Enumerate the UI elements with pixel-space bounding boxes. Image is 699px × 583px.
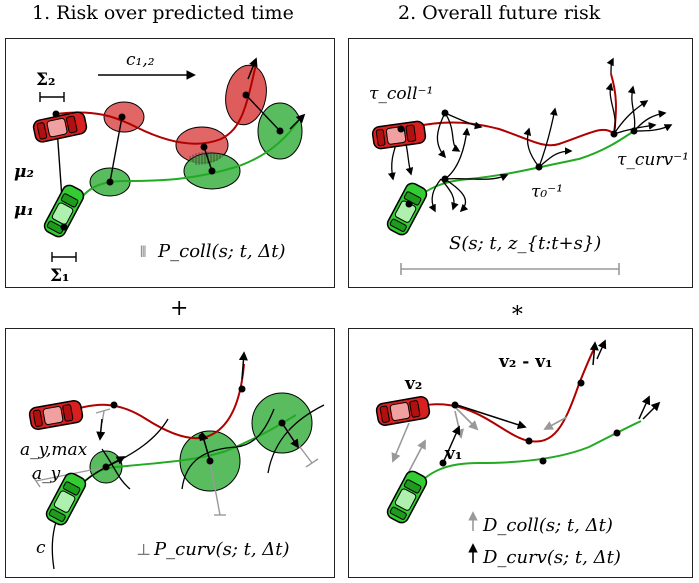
green-trajectory (65, 120, 299, 225)
title-right: 2. Overall future risk (398, 2, 601, 24)
red-trajectory (55, 63, 257, 145)
panel-overall-risk-survival: τ_coll⁻¹ τ₀⁻¹ τ_curv⁻¹ S(s; t, z_{t:t+s}… (348, 38, 693, 288)
green-car (41, 182, 87, 240)
derivative-diagram: v₂ v₁ v₂ - v₁ D_coll(s; t, Δt) D_curv(s;… (374, 339, 661, 568)
p-coll-formula: P_coll(s; t, Δt) (157, 241, 286, 262)
green-trajectory (408, 130, 635, 205)
mu2-label: μ₂ (14, 162, 34, 182)
title-left: 1. Risk over predicted time (32, 2, 294, 24)
d-curv-formula: D_curv(s; t, Δt) (482, 547, 621, 568)
red-trajectory (60, 363, 245, 440)
v1-label: v₁ (444, 444, 462, 464)
tau-coll-label: τ_coll⁻¹ (369, 84, 433, 104)
c12-label: c₁,₂ (126, 50, 155, 70)
sigma2-label: Σ₂ (36, 70, 55, 90)
panel-risk-over-time-curvature: a_y,max a_y c ⊥ P_curv(s; t, Δt) (5, 328, 335, 578)
sigma1-label: Σ₁ (50, 266, 69, 286)
collision-overlap-hatch (188, 151, 224, 165)
red-car (31, 110, 89, 144)
ay-label: a_y (32, 464, 61, 484)
green-trajectory (408, 420, 642, 495)
panel-risk-over-time-collision: Σ₂ Σ₁ μ₂ μ₁ c₁,₂ ⫴ P_coll(s; t, Δt) (5, 38, 335, 288)
curvature-diagram: a_y,max a_y c ⊥ P_curv(s; t, Δt) (20, 351, 325, 570)
c-label: c (36, 538, 46, 558)
ay-max-label: a_y,max (20, 440, 88, 460)
v2-minus-v1-label: v₂ - v₁ (498, 352, 553, 372)
red-car (370, 119, 428, 151)
collision-diagram: Σ₂ Σ₁ μ₂ μ₁ c₁,₂ ⫴ P_coll(s; t, Δt) (14, 50, 306, 286)
formula-marker: ⊥ (136, 540, 151, 559)
d-coll-formula: D_coll(s; t, Δt) (482, 515, 613, 536)
v2-label: v₂ (404, 374, 422, 394)
survival-diagram: τ_coll⁻¹ τ₀⁻¹ τ_curv⁻¹ S(s; t, z_{t:t+s}… (369, 57, 689, 275)
green-car (384, 468, 430, 526)
red-car (374, 394, 432, 428)
formula-marker: ⫴ (140, 243, 146, 261)
panel-overall-risk-derivatives: v₂ v₁ v₂ - v₁ D_coll(s; t, Δt) D_curv(s;… (348, 328, 693, 578)
red-car (27, 398, 85, 432)
green-car (384, 180, 430, 238)
plus-operator: + (170, 296, 189, 321)
tau-0-label: τ₀⁻¹ (531, 182, 563, 202)
tau-curv-label: τ_curv⁻¹ (617, 150, 689, 170)
star-operator: ∗ (510, 298, 525, 323)
p-curv-formula: P_curv(s; t, Δt) (153, 539, 290, 560)
mu1-label: μ₁ (14, 200, 34, 220)
s-formula: S(s; t, z_{t:t+s}) (449, 233, 601, 254)
